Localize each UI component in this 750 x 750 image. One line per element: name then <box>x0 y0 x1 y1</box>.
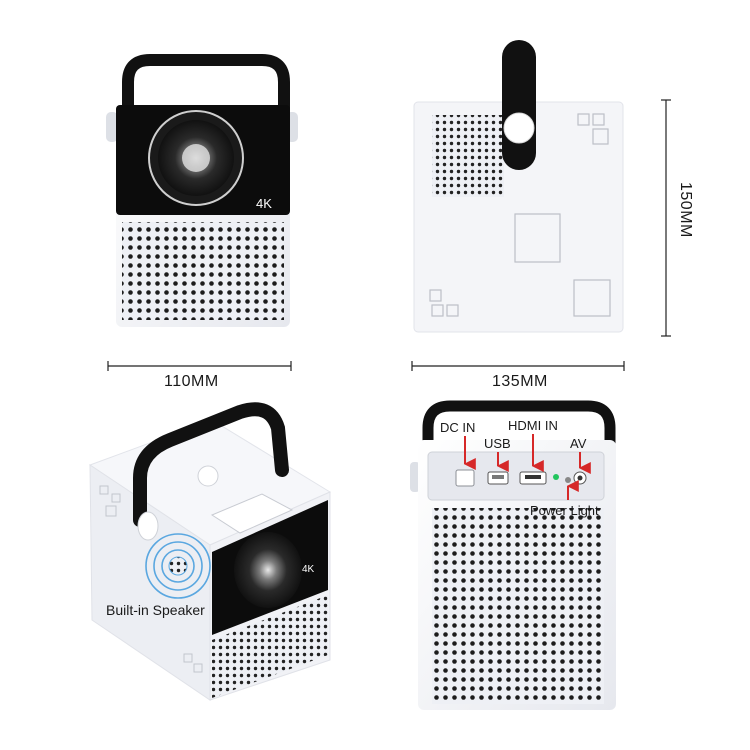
front-side-knob-left <box>106 112 118 142</box>
dc-in-label: DC IN <box>440 420 476 435</box>
iso-top-button <box>197 465 219 487</box>
front-view: 4K <box>106 54 298 327</box>
back-side-knob-left <box>410 462 420 492</box>
top-strap-knob <box>503 112 535 144</box>
speaker-wave-icon <box>145 533 211 599</box>
top-vent-grille <box>432 115 504 197</box>
height-label: 150MM <box>677 182 694 238</box>
top-view <box>413 40 624 333</box>
front-lens-highlight <box>182 144 210 172</box>
iso-handle <box>133 402 289 527</box>
iso-front-grille <box>212 595 328 698</box>
iso-lens <box>234 532 302 608</box>
av-label: AV <box>570 436 587 451</box>
power-light-label: Power Light <box>530 503 599 518</box>
power-led <box>553 474 559 480</box>
front-handle <box>122 54 290 110</box>
back-speaker-grille <box>432 508 604 704</box>
front-width-label: 110MM <box>164 373 219 390</box>
top-strap <box>502 40 536 170</box>
built-in-speaker-label: Built-in Speaker <box>106 602 205 618</box>
dimension-line-side-width <box>411 361 625 371</box>
dimension-line-height <box>661 99 671 337</box>
iso-top-lens-window <box>210 493 294 534</box>
back-handle <box>422 400 616 445</box>
top-lower-square <box>573 279 611 317</box>
back-view <box>410 400 616 710</box>
hdmi-in-label: HDMI IN <box>508 418 558 433</box>
dc-in-port <box>455 469 475 487</box>
iso-handle-knob <box>137 511 159 541</box>
iso-view: 4K <box>88 402 332 701</box>
side-width-label: 135MM <box>492 373 548 390</box>
top-center-square <box>514 213 561 263</box>
usb-label: USB <box>484 436 511 451</box>
front-speaker-grille <box>122 222 284 320</box>
front-badge-4k: 4K <box>256 196 272 211</box>
dimension-line-front-width <box>107 361 292 371</box>
iso-badge-4k: 4K <box>302 564 315 575</box>
